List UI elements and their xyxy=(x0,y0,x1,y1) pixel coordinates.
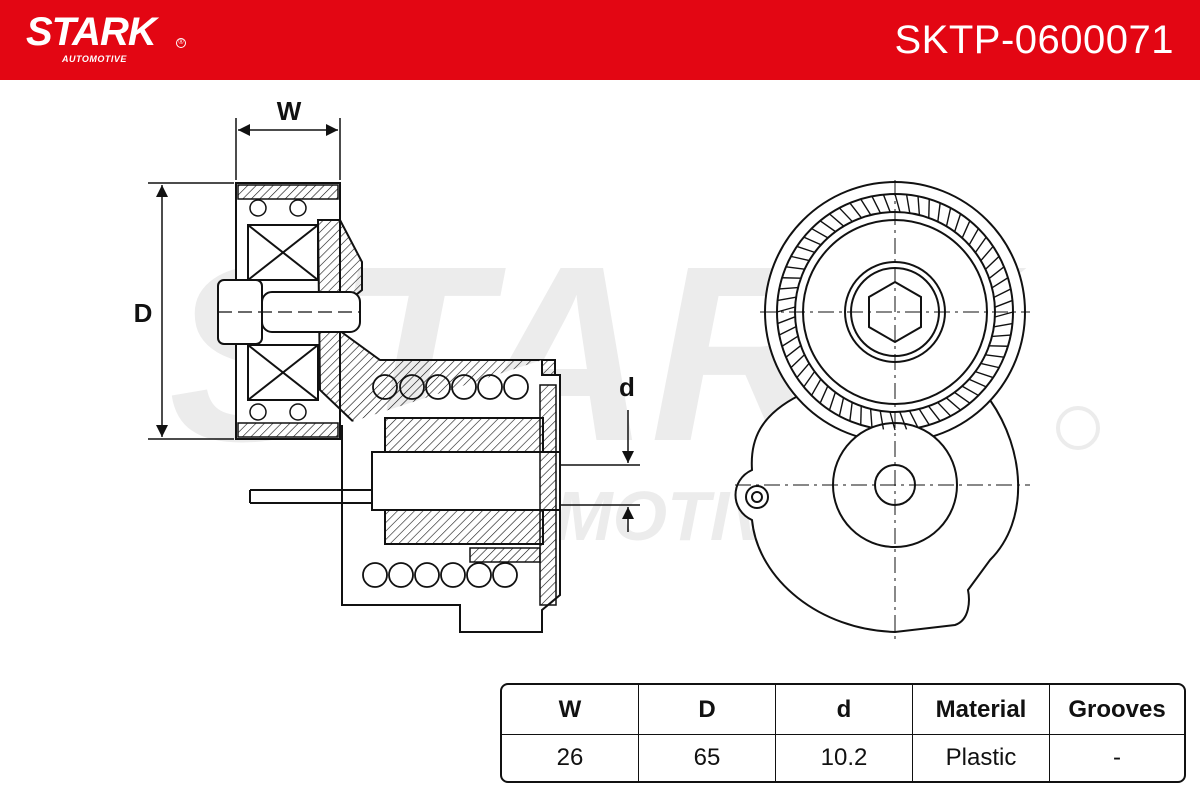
pulley-tooth xyxy=(991,277,1009,289)
pulley-tooth xyxy=(985,354,1005,358)
pulley-tooth xyxy=(796,362,810,379)
pulley-tooth xyxy=(899,411,908,430)
pulley-tooth xyxy=(849,402,853,422)
pulley-tooth xyxy=(928,405,941,422)
spec-value-d-bore: 10.2 xyxy=(776,735,913,781)
pulley-tooth xyxy=(975,370,994,379)
pulley-tooth xyxy=(954,391,971,404)
pulley-tooth xyxy=(918,408,930,426)
spec-value-material: Plastic xyxy=(913,735,1050,781)
spec-table: W D d Material Grooves 26 65 10.2 Plasti… xyxy=(500,683,1186,783)
spring-lower xyxy=(362,562,518,588)
pulley-tooth xyxy=(980,362,1000,369)
pulley-tooth xyxy=(790,255,810,262)
pulley-tooth xyxy=(871,195,882,214)
spec-header-w: W xyxy=(502,685,639,735)
pulley-tooth xyxy=(980,245,994,262)
pulley-tooth xyxy=(796,245,815,254)
header-banner: STARK ® AUTOMOTIVE SKTP-0600071 xyxy=(0,0,1200,80)
pulley-tooth xyxy=(968,378,987,388)
pulley-tooth xyxy=(994,299,1013,308)
pulley-tooth xyxy=(937,401,952,417)
pulley-tooth xyxy=(905,194,911,214)
pulley-tooth xyxy=(803,371,816,388)
pulley-tooth xyxy=(869,408,873,428)
front-view xyxy=(734,180,1030,640)
pulley-tooth xyxy=(778,325,797,336)
pulley-tooth xyxy=(984,255,1000,270)
watermark-registered-icon xyxy=(1056,406,1100,450)
brand-name: STARK xyxy=(26,10,157,54)
pulley-tooth xyxy=(994,311,1014,318)
pulley-tooth xyxy=(894,193,901,213)
spec-value-w: 26 xyxy=(502,735,639,781)
pulley-tooth xyxy=(945,207,952,227)
pulley-tooth xyxy=(993,322,1013,328)
pulley-tooth xyxy=(777,316,796,325)
pulley-tooth xyxy=(882,194,891,213)
pulley-teeth xyxy=(776,193,1014,431)
pulley-tooth xyxy=(961,220,971,239)
technical-drawing: STARK AUTOMOTIVE xyxy=(134,96,1100,640)
pulley-tooth xyxy=(945,397,962,411)
spec-header-material: Material xyxy=(913,685,1050,735)
pulley-tooth xyxy=(988,266,1005,279)
spec-header-d-bore: d xyxy=(776,685,913,735)
pulley-tooth xyxy=(879,410,885,430)
pulley-tooth xyxy=(953,213,962,232)
pulley-tooth xyxy=(993,288,1012,299)
pulley-tooth xyxy=(803,236,822,246)
pivot-sleeve-upper xyxy=(384,417,544,453)
spring-upper xyxy=(372,374,529,400)
pulley-tooth xyxy=(828,392,837,411)
pulley-tooth xyxy=(779,286,799,290)
pulley-tooth xyxy=(838,397,845,417)
pulley-tooth xyxy=(785,266,805,270)
pivot-bore xyxy=(371,451,561,511)
pulley-tooth xyxy=(968,228,980,246)
diameter-label: D xyxy=(134,298,153,328)
pulley-tooth xyxy=(991,334,1011,338)
pulley-tooth xyxy=(849,202,862,219)
pulley-tooth xyxy=(819,220,836,233)
width-label: W xyxy=(277,96,302,126)
pulley-tooth xyxy=(917,196,921,216)
pulley-tooth xyxy=(937,202,941,222)
pulley-tooth xyxy=(838,207,853,223)
brand-logo: STARK ® AUTOMOTIVE xyxy=(26,10,186,64)
registered-mark: ® xyxy=(176,38,186,48)
pulley-tooth xyxy=(776,306,796,313)
pulley-tooth xyxy=(810,378,822,396)
pulley-tooth xyxy=(889,411,896,431)
pulley-tooth xyxy=(860,198,872,216)
dimension-lines xyxy=(148,118,640,532)
pulley-tooth xyxy=(781,335,799,347)
bore-label: d xyxy=(619,372,635,402)
pulley-tooth xyxy=(811,227,829,239)
pulley-tooth xyxy=(961,385,979,397)
pivot-sleeve-lower xyxy=(384,509,544,545)
pulley-tooth xyxy=(777,296,797,302)
pulley-tooth xyxy=(785,345,802,358)
part-number: SKTP-0600071 xyxy=(894,18,1174,62)
pulley-tooth xyxy=(828,213,845,227)
hex-bolt-icon xyxy=(868,280,922,344)
spec-header-grooves: Grooves xyxy=(1050,685,1184,735)
brand-tagline: AUTOMOTIVE xyxy=(62,54,127,64)
spec-value-grooves: - xyxy=(1113,744,1121,771)
pulley-tooth xyxy=(974,236,987,253)
spec-value-d-outer: 65 xyxy=(639,735,776,781)
spec-header-d-outer: D xyxy=(639,685,776,735)
section-view xyxy=(217,182,561,633)
pulley-tooth xyxy=(908,410,919,429)
pulley-tooth xyxy=(819,385,829,404)
pulley-tooth xyxy=(790,354,806,369)
locating-pin xyxy=(745,485,769,509)
